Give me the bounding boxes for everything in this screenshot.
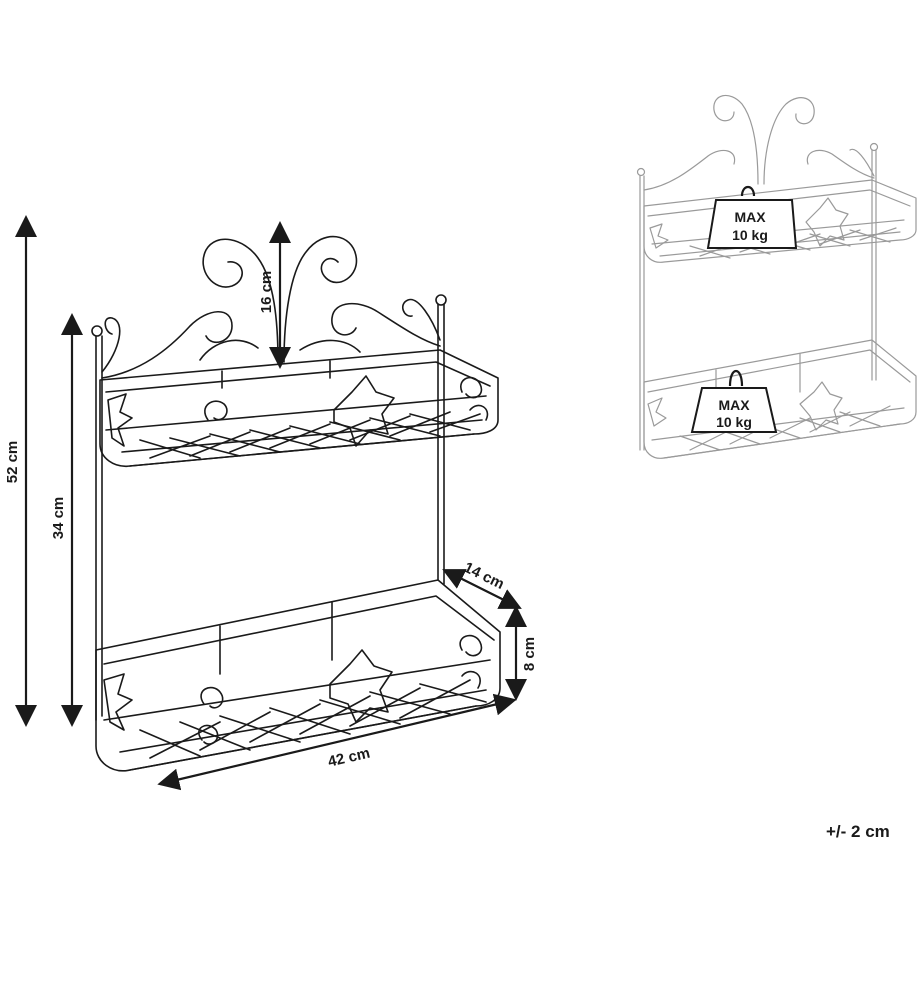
- shelf-rack-illustration: [91, 235, 501, 772]
- leaf-ornament: [107, 393, 133, 447]
- top-shelf: [99, 349, 499, 468]
- depth-arrow: [442, 569, 522, 609]
- total-height-label: 52 cm: [4, 441, 21, 484]
- top-weight-max: MAX: [734, 209, 766, 225]
- bottom-weight: MAX 10 kg: [690, 369, 778, 433]
- top-weight-kg: 10 kg: [732, 227, 768, 243]
- width-label: 42 cm: [326, 745, 371, 771]
- right-finial: [435, 294, 447, 306]
- top-weight: MAX 10 kg: [706, 185, 798, 249]
- load-capacity-illustration: [636, 94, 917, 459]
- rack-height-label: 34 cm: [50, 497, 67, 540]
- left-finial: [91, 325, 103, 337]
- crest-height-label: 16 cm: [258, 271, 275, 314]
- leaf-ornament: [333, 375, 395, 447]
- bottom-shelf: [95, 579, 501, 772]
- depth-label: 14 cm: [461, 559, 507, 593]
- bottom-weight-kg: 10 kg: [716, 414, 752, 430]
- width-arrow: [157, 693, 517, 791]
- bottom-weight-max: MAX: [718, 397, 750, 413]
- shelf-height-label: 8 cm: [521, 637, 538, 671]
- tolerance-note: +/- 2 cm: [826, 822, 890, 841]
- leaf-ornament: [103, 673, 133, 731]
